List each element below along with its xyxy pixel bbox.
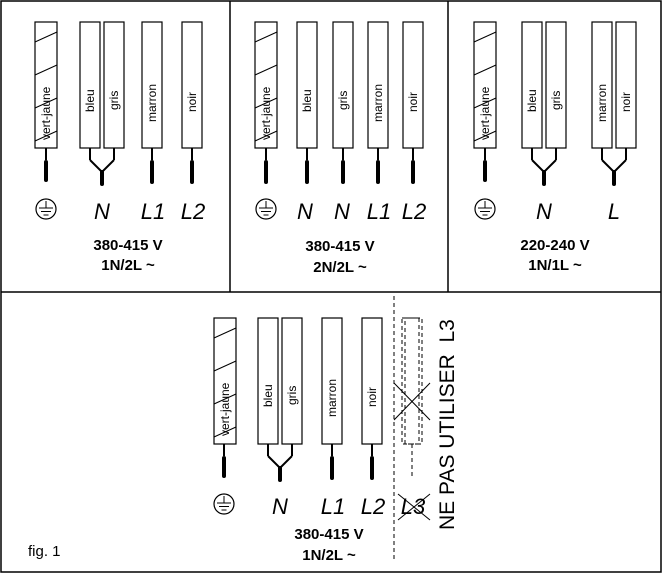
wire-label-gris: gris <box>336 91 350 110</box>
wire-label-marron: marron <box>325 379 339 417</box>
panel-3: vert-jaune bleu gris marron noir N <box>473 21 637 274</box>
voltage-label: 380-415 V <box>93 237 162 254</box>
wire-gris <box>545 21 567 149</box>
stripe-pattern <box>473 31 497 142</box>
terminal-label: L <box>608 199 620 224</box>
ground-icon <box>474 198 496 220</box>
terminal-label: L2 <box>181 199 205 224</box>
wire-leads <box>264 148 415 184</box>
wire-label-marron: marron <box>145 84 159 122</box>
unused-wire-l3 <box>393 317 431 478</box>
panel-4: vert-jaune bleu gris marron noir <box>213 296 459 564</box>
ground-icon <box>213 493 235 515</box>
wire-label-gris: gris <box>107 91 121 110</box>
wire-label-noir: noir <box>406 92 420 112</box>
terminal-label: N <box>334 199 350 224</box>
wire-leads <box>222 444 374 482</box>
wire-label-bleu: bleu <box>525 89 539 112</box>
wire-label-vert-jaune: vert-jaune <box>218 382 232 436</box>
cross-out-mark <box>397 493 431 521</box>
wire-noir <box>181 21 203 149</box>
wire-leads <box>44 148 194 186</box>
stripe-pattern <box>254 31 278 142</box>
terminal-label: L1 <box>367 199 391 224</box>
config-label: 1N/2L ~ <box>302 547 356 564</box>
wire-gris <box>281 317 303 445</box>
wire-label-marron: marron <box>595 84 609 122</box>
wire-noir <box>361 317 383 445</box>
panel-1: vert-jaune bleu gris marron noir N L1 L <box>34 21 205 274</box>
ground-icon <box>35 198 57 220</box>
stripe-pattern <box>213 327 237 438</box>
terminal-label: L2 <box>361 494 385 519</box>
panel-2: vert-jaune bleu gris marron noir N N L1 … <box>254 21 426 276</box>
wire-bleu <box>257 317 279 445</box>
wire-bleu <box>521 21 543 149</box>
wire-label-noir: noir <box>185 92 199 112</box>
voltage-label: 220-240 V <box>520 237 589 254</box>
wire-gris <box>103 21 125 149</box>
terminal-label: N <box>297 199 313 224</box>
figure-label: fig. 1 <box>28 543 61 560</box>
wire-gris <box>332 21 354 149</box>
wire-bleu <box>79 21 101 149</box>
wire-label-vert-jaune: vert-jaune <box>478 86 492 140</box>
stripe-pattern <box>34 31 58 142</box>
terminal-label: L2 <box>402 199 426 224</box>
wire-label-marron: marron <box>371 84 385 122</box>
config-label: 2N/2L ~ <box>313 259 367 276</box>
wire-label-bleu: bleu <box>261 384 275 407</box>
wire-label-bleu: bleu <box>300 89 314 112</box>
wire-label-gris: gris <box>549 91 563 110</box>
wire-leads <box>483 148 627 186</box>
wire-noir <box>615 21 637 149</box>
wire-noir <box>402 21 424 149</box>
voltage-label: 380-415 V <box>294 526 363 543</box>
wire-label-gris: gris <box>285 386 299 405</box>
config-label: 1N/2L ~ <box>101 257 155 274</box>
terminal-label: N <box>272 494 288 519</box>
warning-text: NE PAS UTILISER L3 <box>436 319 459 530</box>
voltage-label: 380-415 V <box>305 238 374 255</box>
wire-bleu <box>296 21 318 149</box>
wire-label-bleu: bleu <box>83 89 97 112</box>
terminal-label: L1 <box>141 199 165 224</box>
ground-icon <box>255 198 277 220</box>
wire-label-noir: noir <box>619 92 633 112</box>
config-label: 1N/1L ~ <box>528 257 582 274</box>
wire-label-noir: noir <box>365 387 379 407</box>
wire-label-vert-jaune: vert-jaune <box>259 86 273 140</box>
terminal-label: N <box>536 199 552 224</box>
terminal-label: N <box>94 199 110 224</box>
terminal-label: L1 <box>321 494 345 519</box>
wire-label-vert-jaune: vert-jaune <box>39 86 53 140</box>
